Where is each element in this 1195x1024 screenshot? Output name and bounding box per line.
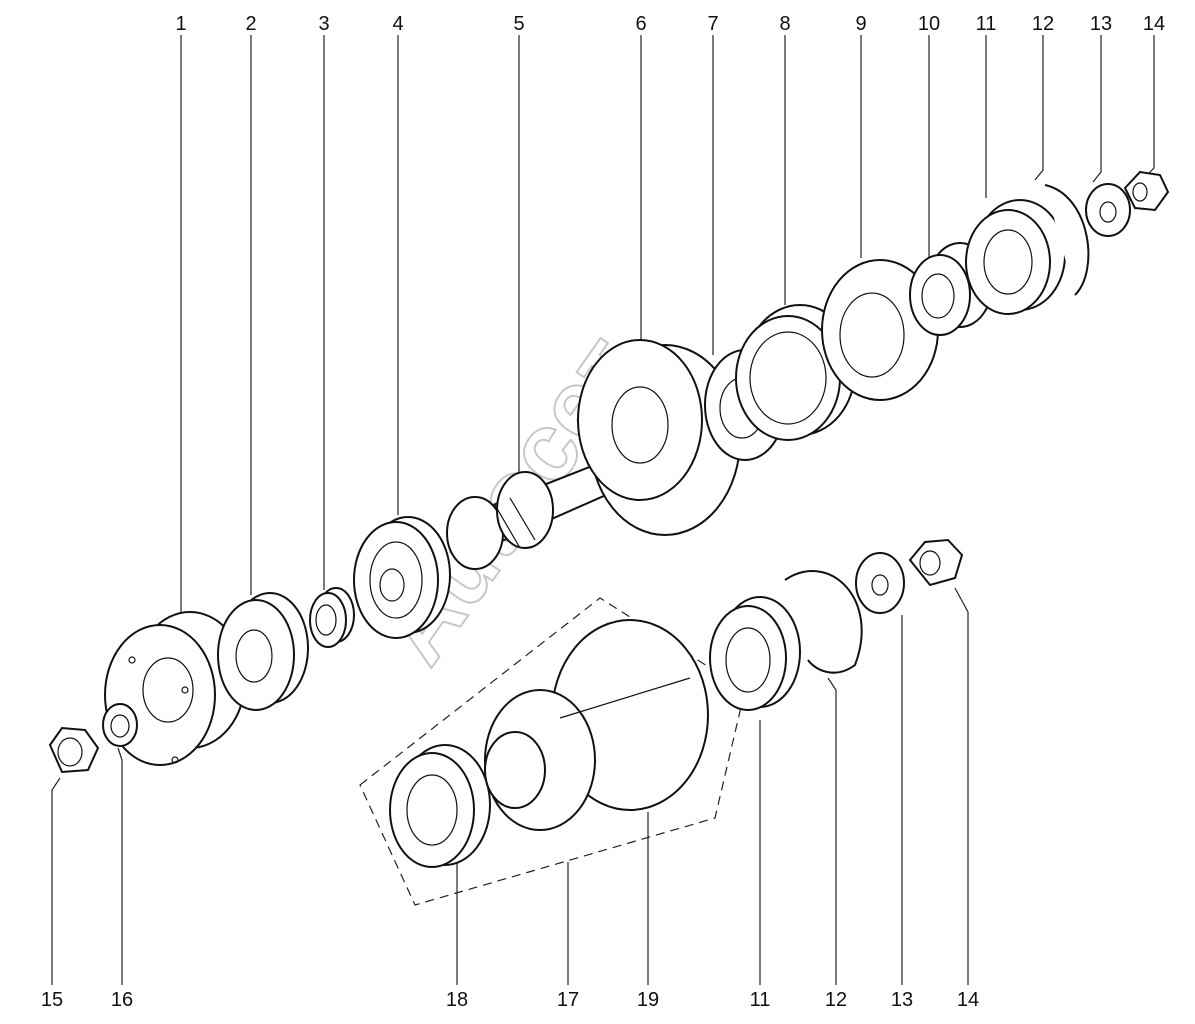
part-bearing-11-bottom	[709, 596, 801, 711]
callout-11-top: 11	[976, 13, 997, 35]
callout-numbers: 1 2 3 4 5 6 7 8 9 10 11 12 13 14 15 16 1…	[41, 13, 1165, 1011]
callout-2: 2	[245, 13, 256, 35]
part-snap-ring-12-bottom	[784, 570, 863, 674]
part-bearing-4	[353, 516, 451, 639]
callout-1: 1	[175, 13, 186, 35]
callout-4: 4	[392, 13, 403, 35]
part-bearing-18	[389, 744, 491, 868]
callout-14-top: 14	[1143, 13, 1165, 35]
callout-8: 8	[779, 13, 790, 35]
callout-3: 3	[318, 13, 329, 35]
part-nut-15	[48, 726, 100, 774]
callout-17: 17	[557, 989, 579, 1011]
part-nut-14-top	[1123, 170, 1170, 212]
callout-9: 9	[855, 13, 866, 35]
callout-15: 15	[41, 989, 63, 1011]
callout-18: 18	[446, 989, 468, 1011]
part-snap-ring-12-top	[1044, 184, 1090, 296]
part-countershaft-gears-19	[484, 619, 709, 831]
callout-10: 10	[918, 13, 940, 35]
part-bearing-11-top	[965, 199, 1066, 315]
part-washer-16	[102, 703, 138, 747]
callout-7: 7	[707, 13, 718, 35]
callout-13-bottom: 13	[891, 989, 913, 1011]
part-cover-2	[217, 592, 309, 711]
callout-19: 19	[637, 989, 659, 1011]
part-gear-6	[577, 339, 741, 536]
leader-lines	[51, 35, 1155, 985]
callout-5: 5	[513, 13, 524, 35]
part-nut-14-bottom	[908, 538, 964, 587]
part-washer-13-top	[1085, 183, 1131, 237]
callout-14-bottom: 14	[957, 989, 979, 1011]
callout-16: 16	[111, 989, 133, 1011]
countershaft-assembly-outline	[359, 597, 746, 906]
part-bushing-3	[309, 587, 355, 648]
callout-13-top: 13	[1090, 13, 1112, 35]
callout-11-bottom: 11	[750, 989, 771, 1011]
callout-12-bottom: 12	[825, 989, 847, 1011]
callout-12-top: 12	[1032, 13, 1054, 35]
callout-6: 6	[635, 13, 646, 35]
part-washer-13-bottom	[855, 552, 905, 614]
